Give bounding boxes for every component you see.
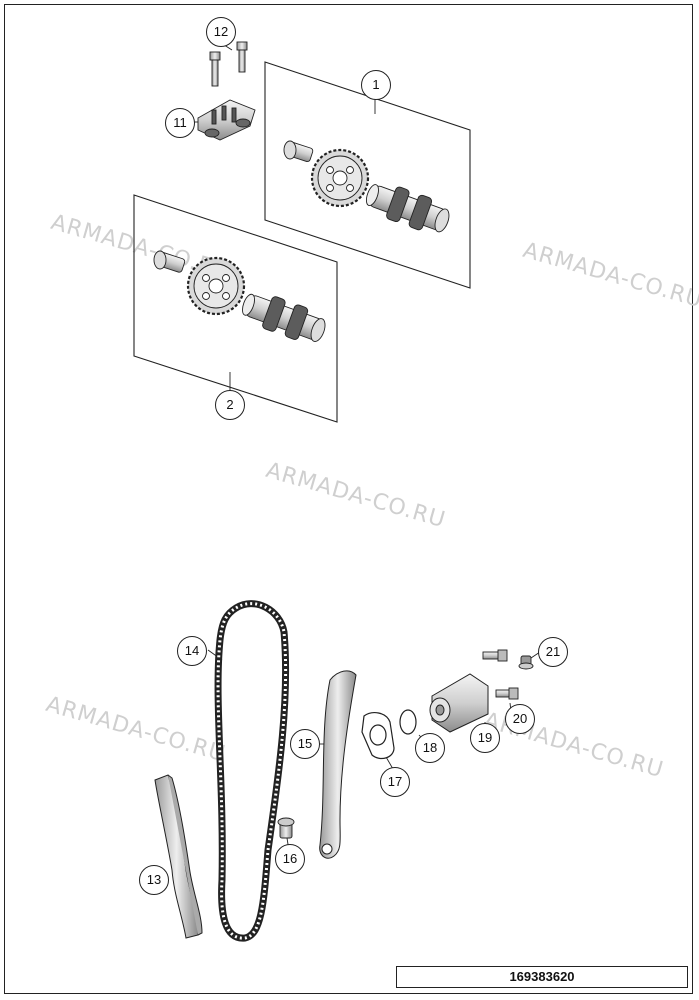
- callout-12: 12: [206, 17, 236, 47]
- callout-11: 11: [165, 108, 195, 138]
- chain-tensioner: [429, 673, 489, 733]
- camshaft-bridge-11: [197, 99, 256, 141]
- camshaft-kit-2-parts: [153, 250, 326, 342]
- callout-19: 19: [470, 723, 500, 753]
- o-ring-18: [399, 709, 417, 735]
- camshaft-kit-1-parts: [283, 140, 450, 233]
- chain-guide-13: [154, 774, 203, 939]
- tensioner-rail-15: [319, 670, 357, 859]
- bolt-19: [482, 649, 508, 662]
- callout-20: 20: [505, 704, 535, 734]
- bolt-12: [209, 41, 248, 87]
- gasket-17: [361, 712, 395, 760]
- screw-plug-21: [518, 655, 534, 670]
- callout-13: 13: [139, 865, 169, 895]
- pin-16: [277, 817, 295, 839]
- drawing-frame: [4, 4, 693, 994]
- callout-15: 15: [290, 729, 320, 759]
- kit-2-outline: [133, 194, 338, 423]
- bolt-20: [495, 687, 519, 700]
- callout-21: 21: [538, 637, 568, 667]
- callout-14: 14: [177, 636, 207, 666]
- callout-2: 2: [215, 390, 245, 420]
- drawing-code: 169383620: [396, 966, 688, 988]
- timing-chain-14: [214, 600, 290, 942]
- callout-17: 17: [380, 767, 410, 797]
- callout-1: 1: [361, 70, 391, 100]
- kit-1-outline: [264, 61, 471, 289]
- callout-16: 16: [275, 844, 305, 874]
- callout-18: 18: [415, 733, 445, 763]
